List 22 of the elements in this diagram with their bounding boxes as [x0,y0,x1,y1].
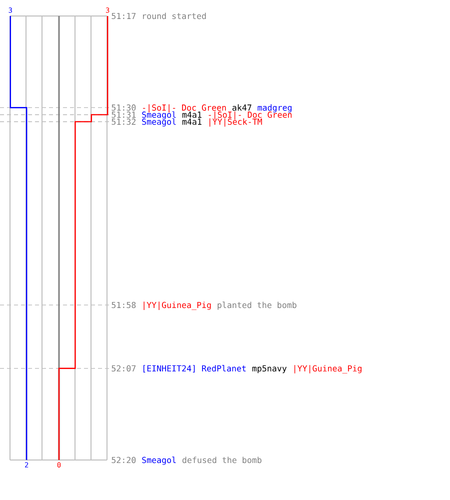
time-label: 51:17 [112,12,136,20]
log-text: madgreg [258,104,292,112]
time-label: 51:30 [112,104,136,111]
log-text: m4a1 [182,112,202,118]
time-label: 51:58 [112,302,136,308]
log-text: |YY|Guinea_Pig [294,365,362,374]
time-label: 52:07 [112,365,136,372]
log-text: [EINHEIT24] RedPlanet [143,365,246,372]
log-text: ak47 [232,104,252,111]
time-label: 51:31 [112,112,136,118]
time-label: 51:32 [112,118,136,125]
time-label: 52:20 [112,456,136,464]
log-text: |YY|Guinea_Pig [144,302,211,310]
log-text: planted the bomb [218,302,296,310]
log-text: round started [143,12,206,20]
log-text: mp5navy [252,365,287,374]
log-text: Smeagol [142,111,176,120]
log-text: m4a1 [182,118,202,125]
log-text: |YY|Seck-TM [210,118,262,127]
log-text: Smeagol [142,456,176,465]
log-text: defused the bomb [182,456,262,464]
log-text: Smeagol [142,118,176,126]
